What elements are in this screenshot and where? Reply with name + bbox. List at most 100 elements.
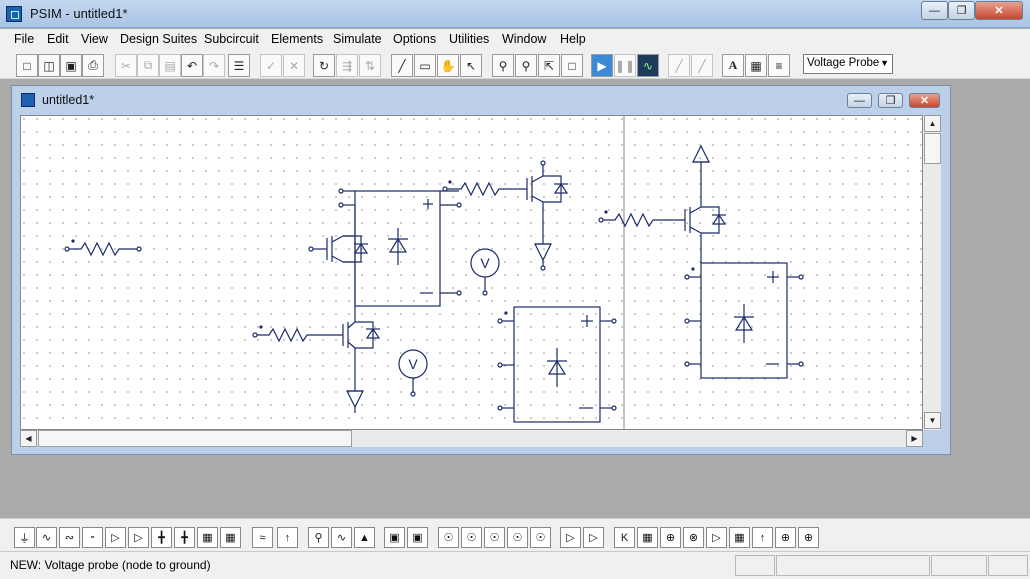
menu-bar: File Edit View Design Suites Subcircuit … [0, 29, 1030, 51]
inductor-element-icon[interactable]: ∾ [59, 527, 80, 548]
scroll-down-icon[interactable]: ▼ [924, 412, 941, 429]
logic-or-element-icon[interactable]: ⊕ [798, 527, 819, 548]
horizontal-scrollbar[interactable]: ◀ ▶ [20, 430, 923, 447]
menu-simulate[interactable]: Simulate [333, 32, 382, 46]
label-tag-icon[interactable]: ▭ [414, 54, 436, 77]
diode-element-icon[interactable]: ▷ [105, 527, 126, 548]
save-icon[interactable]: ▣ [60, 54, 82, 77]
pan-hand-icon[interactable]: ✋ [437, 54, 459, 77]
menu-design-suites[interactable]: Design Suites [120, 32, 198, 46]
transformer-element-icon[interactable]: ≈ [252, 527, 273, 548]
voltage-probe-1-label: V [480, 255, 490, 271]
menu-subcircuit[interactable]: Subcircuit [204, 32, 259, 46]
current-source-element-icon[interactable]: ▲ [354, 527, 375, 548]
restore-button[interactable]: ❐ [948, 1, 975, 20]
limiter-element-icon[interactable]: ▦ [729, 527, 750, 548]
flip-vertical-icon[interactable]: ⇅ [359, 54, 381, 77]
child-restore-button[interactable]: ❐ [878, 93, 903, 108]
zoom-fit-icon[interactable]: ⇱ [538, 54, 560, 77]
thyristor-element-icon[interactable]: ▷ [128, 527, 149, 548]
wattmeter-element-icon[interactable]: ☉ [530, 527, 551, 548]
pwm-block-element-icon[interactable]: ▣ [407, 527, 428, 548]
probe-tool-2-icon[interactable]: ╱ [691, 54, 713, 77]
status-panel-1 [735, 555, 775, 576]
menu-utilities[interactable]: Utilities [449, 32, 490, 46]
cancel-icon[interactable]: ✕ [283, 54, 305, 77]
paste-icon[interactable]: ▤ [159, 54, 181, 77]
menu-view[interactable]: View [81, 32, 108, 46]
child-minimize-button[interactable]: — [847, 93, 872, 108]
pause-icon[interactable]: ❚❚ [614, 54, 636, 77]
cut-icon[interactable]: ✂ [115, 54, 137, 77]
menu-elements[interactable]: Elements [271, 32, 324, 46]
bridge-element-icon[interactable]: ▦ [197, 527, 218, 548]
voltage-source-element-icon[interactable]: ⚲ [308, 527, 329, 548]
menu-options[interactable]: Options [393, 32, 437, 46]
ground-element-icon[interactable]: ⏚ [14, 527, 35, 548]
horizontal-scroll-thumb[interactable] [38, 430, 352, 447]
select-arrow-icon[interactable]: ↖ [460, 54, 482, 77]
copy-icon[interactable]: ⧉ [137, 54, 159, 77]
gain-block-element-icon[interactable]: K [614, 527, 635, 548]
print-icon[interactable]: ⎙ [82, 54, 104, 77]
summer-element-icon[interactable]: ⊕ [660, 527, 681, 548]
schematic-canvas[interactable]: V V [20, 115, 923, 430]
voltage-probe-2-label: V [408, 356, 418, 372]
netlist-icon[interactable]: ≡ [768, 54, 790, 77]
rotate-icon[interactable]: ↻ [313, 54, 335, 77]
element-list-icon[interactable]: ▦ [745, 54, 767, 77]
voltage-probe-element-icon[interactable]: ☉ [438, 527, 459, 548]
check-icon[interactable]: ✓ [260, 54, 282, 77]
voltmeter-element-icon[interactable]: ☉ [484, 527, 505, 548]
menu-help[interactable]: Help [560, 32, 586, 46]
menu-edit[interactable]: Edit [47, 32, 69, 46]
pi-controller-element-icon[interactable]: ▦ [637, 527, 658, 548]
scroll-right-icon[interactable]: ▶ [906, 430, 923, 447]
ac-source-element-icon[interactable]: ∿ [331, 527, 352, 548]
psim-app-icon[interactable] [6, 6, 22, 22]
step-source-element-icon[interactable]: ↑ [752, 527, 773, 548]
element-toolbar: ⏚ ∿ ∾ ⁃ ▷ ▷ ╋ ╋ ▦ ▦ ≈ ↑ ⚲ ∿ ▲ ▣ ▣ ☉ ☉ ☉ … [0, 518, 1030, 551]
probe-tool-icon[interactable]: ╱ [668, 54, 690, 77]
open-folder-icon[interactable]: ◫ [38, 54, 60, 77]
redo-icon[interactable]: ↷ [203, 54, 225, 77]
undo-icon[interactable]: ↶ [181, 54, 203, 77]
vertical-scroll-thumb[interactable] [924, 133, 941, 164]
minimize-button[interactable]: — [921, 1, 948, 20]
scroll-up-icon[interactable]: ▲ [924, 115, 941, 132]
draw-wire-icon[interactable]: ╱ [391, 54, 413, 77]
mosfet-element-icon[interactable]: ╋ [151, 527, 172, 548]
comparator-element-icon[interactable]: ▷ [706, 527, 727, 548]
text-tool-icon[interactable]: A [722, 54, 744, 77]
switch-element-icon[interactable]: ↑ [277, 527, 298, 548]
child-close-button[interactable]: ✕ [909, 93, 940, 108]
ammeter-element-icon[interactable]: ☉ [507, 527, 528, 548]
page-icon[interactable]: □ [561, 54, 583, 77]
multiplier-element-icon[interactable]: ⊗ [683, 527, 704, 548]
resistor-element-icon[interactable]: ∿ [36, 527, 57, 548]
igbt-left [308, 205, 369, 306]
run-simulation-icon[interactable]: ▶ [591, 54, 613, 77]
new-file-icon[interactable]: □ [16, 54, 38, 77]
capacitor-element-icon[interactable]: ⁃ [82, 527, 103, 548]
vertical-scrollbar[interactable]: ▲ ▼ [923, 115, 941, 430]
simview-icon[interactable]: ∿ [637, 54, 659, 77]
menu-file[interactable]: File [14, 32, 35, 46]
flip-horizontal-icon[interactable]: ⇶ [336, 54, 358, 77]
probe-type-select[interactable]: Voltage Probe ▼ [803, 54, 893, 74]
scroll-left-icon[interactable]: ◀ [20, 430, 37, 447]
sensor-element-icon[interactable]: ▷ [560, 527, 581, 548]
sensor-current-element-icon[interactable]: ▷ [583, 527, 604, 548]
close-button[interactable]: ✕ [975, 1, 1023, 20]
logic-and-element-icon[interactable]: ⊕ [775, 527, 796, 548]
clipboard-icon[interactable]: ☰ [228, 54, 250, 77]
igbt-element-icon[interactable]: ╋ [174, 527, 195, 548]
current-probe-element-icon[interactable]: ☉ [461, 527, 482, 548]
module-element-icon[interactable]: ▦ [220, 527, 241, 548]
zoom-out-icon[interactable]: ⚲ [515, 54, 537, 77]
zoom-in-icon[interactable]: ⚲ [492, 54, 514, 77]
gating-block-element-icon[interactable]: ▣ [384, 527, 405, 548]
chevron-down-icon: ▼ [880, 58, 889, 68]
document-icon [21, 93, 35, 107]
menu-window[interactable]: Window [502, 32, 547, 46]
